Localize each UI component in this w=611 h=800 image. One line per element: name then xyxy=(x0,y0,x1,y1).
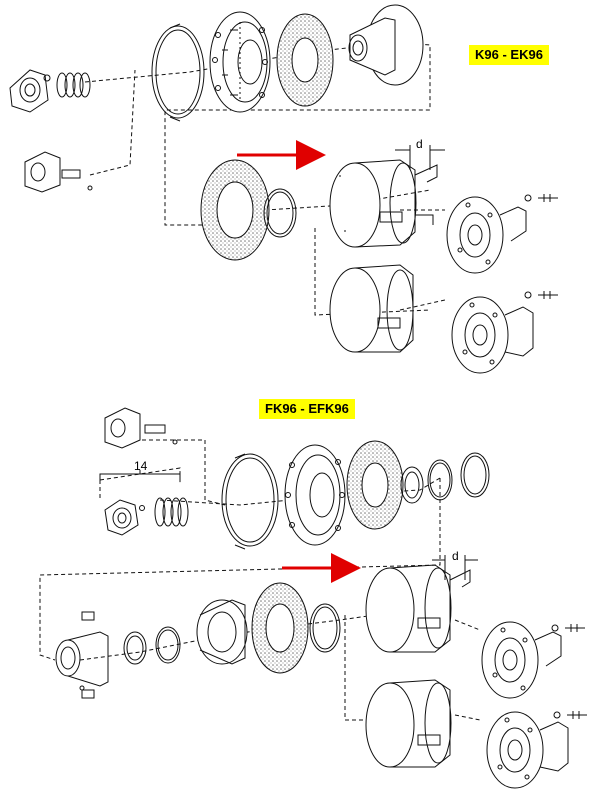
snap-ring-top xyxy=(151,23,205,122)
dimension-d-top xyxy=(395,145,445,170)
snap-ring-bottom xyxy=(221,453,279,550)
friction-disc-top-1 xyxy=(276,13,334,107)
sleeve-hub-bottom xyxy=(196,599,248,665)
output-shaft-bottom xyxy=(55,611,109,699)
model-label-bottom: FK96 - EFK96 xyxy=(259,399,355,419)
spring-bottom xyxy=(154,497,189,527)
friction-disc-top-2 xyxy=(200,159,270,261)
clutch-hub-bottom xyxy=(284,444,346,546)
bolts-top xyxy=(524,194,558,299)
flange-cap-top xyxy=(9,69,51,113)
dim-label-bottom: d xyxy=(452,549,459,563)
rings-bottom-row xyxy=(400,452,490,504)
flange-yoke-bottom-1 xyxy=(481,621,562,699)
output-hub-top xyxy=(348,4,424,86)
callout-qty-label: 14 xyxy=(134,459,148,473)
housing-cup-top-1 xyxy=(329,159,438,248)
friction-disc-bottom-1 xyxy=(346,440,404,530)
callout-14-bracket xyxy=(99,470,181,480)
flange-cap-bottom xyxy=(104,499,145,536)
dim-label-top: d xyxy=(416,137,423,151)
bolts-bottom xyxy=(551,624,587,719)
spring-top xyxy=(56,72,91,98)
housing-cup-top-2 xyxy=(329,264,414,353)
pawl-block-bottom xyxy=(104,407,178,449)
friction-disc-bottom-2 xyxy=(251,582,309,674)
dimension-d-bottom xyxy=(432,555,478,580)
bottom-assembly-leaders xyxy=(39,439,481,721)
flange-yoke-top-2 xyxy=(451,296,534,374)
flange-yoke-top-1 xyxy=(446,196,527,274)
housing-cup-bottom-2 xyxy=(365,679,452,768)
rings-bottom-left xyxy=(123,626,181,665)
flange-yoke-bottom-2 xyxy=(486,711,569,789)
pawl-block-top xyxy=(24,151,93,193)
housing-cup-bottom-1 xyxy=(365,564,471,653)
clutch-hub-top xyxy=(209,11,271,113)
thin-ring-top xyxy=(263,188,297,238)
model-label-top: K96 - EK96 xyxy=(469,45,549,65)
thin-ring-bottom xyxy=(309,603,341,653)
